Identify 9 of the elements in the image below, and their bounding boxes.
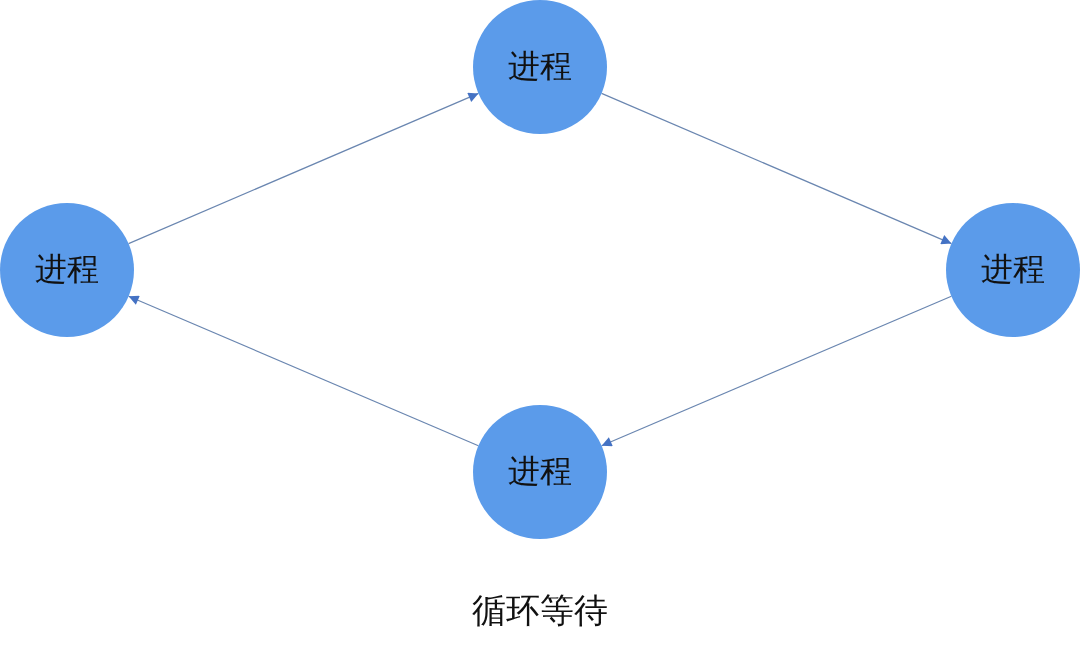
arrow bbox=[127, 92, 480, 245]
arrow bbox=[600, 92, 953, 245]
node-label: 进程 bbox=[35, 249, 99, 290]
node-label: 进程 bbox=[508, 46, 572, 87]
node-label: 进程 bbox=[981, 249, 1045, 290]
node-label: 进程 bbox=[508, 451, 572, 492]
caption: 循环等待 bbox=[472, 590, 608, 630]
arrow bbox=[601, 295, 952, 447]
arrow bbox=[128, 295, 479, 447]
